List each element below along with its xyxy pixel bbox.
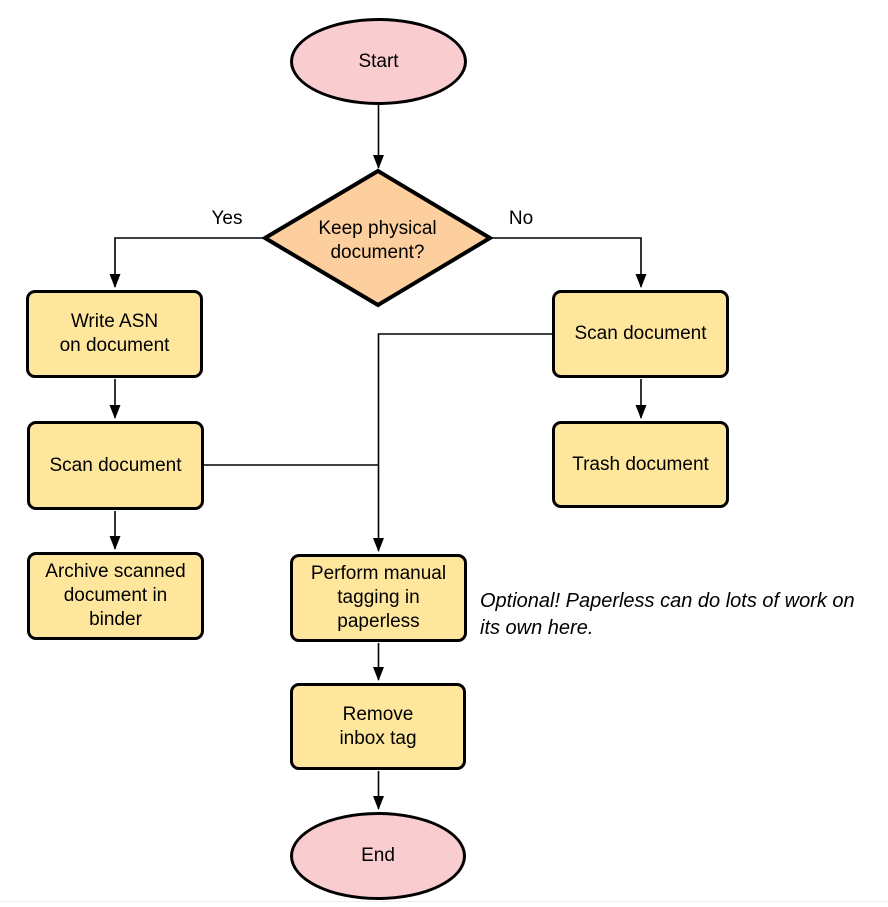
node-write-asn-label: Write ASN on document <box>59 311 170 356</box>
node-end-label: End <box>361 845 395 866</box>
node-decision-label: Keep physical document? <box>318 218 437 263</box>
node-archive-binder: Archive scanned document in binder <box>27 552 204 640</box>
node-trash-document: Trash document <box>552 421 729 508</box>
node-write-asn: Write ASN on document <box>26 290 203 378</box>
node-scan-document-right: Scan document <box>552 290 729 378</box>
node-remove-inbox-tag-label: Remove inbox tag <box>339 703 417 749</box>
node-end: End <box>290 812 466 900</box>
edge-decision-no-to-scan-right <box>490 237 647 288</box>
node-scan-document-right-label: Scan document <box>574 323 707 344</box>
edge-label-no: No <box>508 208 534 229</box>
node-start: Start <box>290 18 467 105</box>
node-remove-inbox-tag: Remove inbox tag <box>290 683 466 770</box>
node-start-label: Start <box>358 50 399 72</box>
node-trash-document-label: Trash document <box>572 453 709 475</box>
edge-scan-right-to-tagging <box>373 333 552 552</box>
node-archive-binder-label: Archive scanned document in binder <box>45 561 186 630</box>
edge-decision-yes-to-write-asn <box>109 237 265 288</box>
node-scan-document-left: Scan document <box>27 421 204 510</box>
edge-label-yes: Yes <box>211 208 243 229</box>
node-decision: Keep physical document? <box>265 174 490 308</box>
node-scan-document-left-label: Scan document <box>49 454 182 476</box>
decision-diamond-shape <box>261 168 494 308</box>
page-bottom-divider <box>0 901 888 902</box>
node-manual-tagging-label: Perform manual tagging in paperless <box>310 563 447 632</box>
optional-annotation: Optional! Paperless can do lots of work … <box>480 590 855 639</box>
node-manual-tagging: Perform manual tagging in paperless <box>290 554 467 642</box>
